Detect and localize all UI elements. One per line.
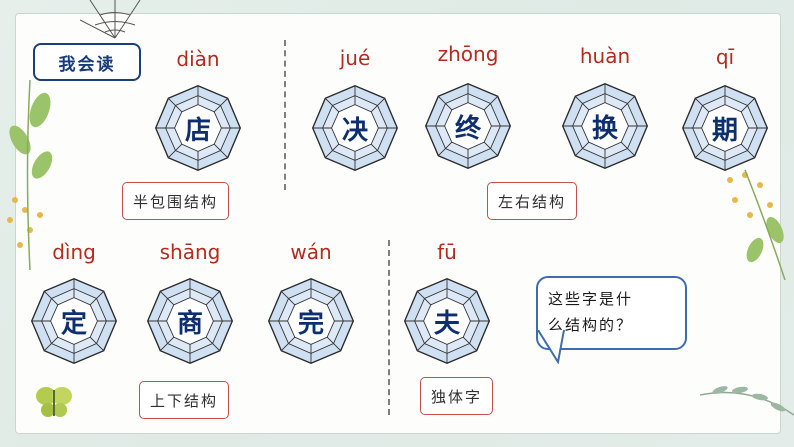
divider-bottom xyxy=(388,240,390,415)
character-zhong: 终 xyxy=(454,113,481,144)
bubble-line-1: 这些字是什 xyxy=(548,290,634,308)
label-top-bottom-text: 上下结构 xyxy=(150,391,219,410)
question-bubble: 这些字是什 么结构的？ xyxy=(536,276,687,364)
butterfly-decoration xyxy=(36,387,72,417)
pinyin-huan: huàn xyxy=(579,44,631,68)
header-title: 我会读 xyxy=(58,54,116,75)
character-wan: 完 xyxy=(297,308,324,339)
pinyin-ding: dìng xyxy=(52,240,96,264)
label-half-enclosure: 半包围结构 xyxy=(122,182,230,220)
spiderweb-corner-decoration xyxy=(80,0,141,39)
label-left-right: 左右结构 xyxy=(487,182,578,220)
divider-top xyxy=(284,40,286,190)
character-ding: 定 xyxy=(60,308,87,339)
pinyin-shang: shāng xyxy=(159,240,221,264)
pinyin-zhong: zhōng xyxy=(437,42,499,66)
pinyin-qi: qī xyxy=(715,45,735,69)
character-fu: 夫 xyxy=(433,308,460,339)
pinyin-jue: jué xyxy=(339,46,371,70)
pinyin-wan: wán xyxy=(290,240,332,264)
read-header-box: 我会读 xyxy=(33,43,141,81)
fern-decoration-right xyxy=(700,386,794,416)
label-half-enclosure-text: 半包围结构 xyxy=(133,192,219,211)
character-jue: 决 xyxy=(341,115,368,146)
pinyin-dian: diàn xyxy=(176,47,220,71)
label-top-bottom: 上下结构 xyxy=(139,381,230,419)
content-panel xyxy=(15,13,781,434)
character-qi: 期 xyxy=(711,115,738,146)
bubble-text: 这些字是什 么结构的？ xyxy=(548,286,678,338)
bubble-tail-icon xyxy=(537,330,565,364)
bubble-line-2: 么结构的？ xyxy=(548,316,634,334)
character-shang: 商 xyxy=(176,308,203,339)
label-single-text: 独体字 xyxy=(431,387,483,406)
character-huan: 换 xyxy=(591,113,618,144)
plant-decoration-right xyxy=(727,169,786,280)
pinyin-fu: fū xyxy=(437,240,457,264)
plant-decoration-left xyxy=(7,80,53,270)
label-single: 独体字 xyxy=(420,377,494,415)
label-left-right-text: 左右结构 xyxy=(498,192,567,211)
character-dian: 店 xyxy=(184,115,211,146)
